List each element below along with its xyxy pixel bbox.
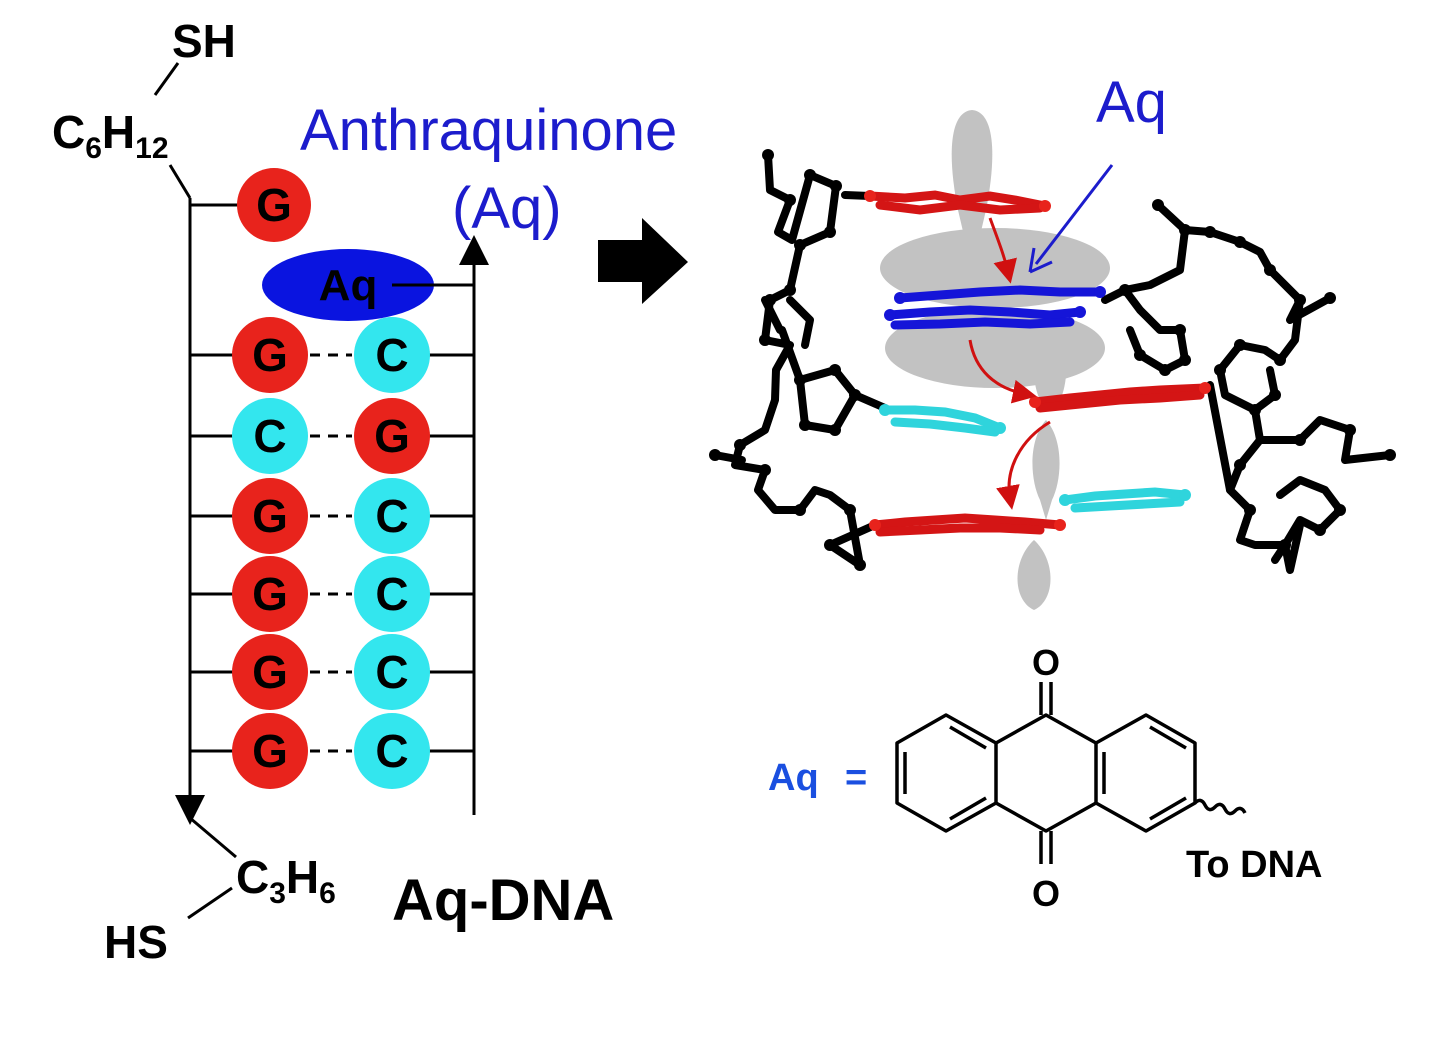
anthraquinone-structure: Aq = O O To DNA bbox=[768, 642, 1323, 914]
linker-bottom-bond-2 bbox=[187, 886, 233, 920]
linker-top-sh: SH bbox=[172, 15, 236, 67]
linker-top-bond-2 bbox=[168, 164, 192, 199]
structure-aq-label: Aq bbox=[768, 757, 819, 799]
molecular-model bbox=[709, 110, 1396, 610]
structure-equals: = bbox=[845, 757, 867, 799]
base-left-label: G bbox=[252, 646, 288, 698]
linker-bottom-chain: C3H6 bbox=[236, 851, 336, 910]
anthraquinone-title: Anthraquinone bbox=[300, 98, 677, 163]
top-base-circle bbox=[237, 168, 311, 242]
linker-top-chain: C6H12 bbox=[52, 106, 169, 165]
base-left-circle bbox=[232, 634, 308, 710]
linker-bottom-hs: HS bbox=[104, 916, 168, 968]
base-left-label: G bbox=[252, 329, 288, 381]
base-left-label: C bbox=[253, 410, 286, 462]
oxygen-top: O bbox=[1032, 642, 1060, 683]
base-left-circle bbox=[232, 398, 308, 474]
linker-top-bond bbox=[153, 62, 180, 96]
base-right-label: C bbox=[375, 725, 408, 777]
base-right-label: C bbox=[375, 646, 408, 698]
base-right-circle bbox=[354, 478, 430, 554]
oxygen-bottom: O bbox=[1032, 873, 1060, 914]
base-right-label: C bbox=[375, 568, 408, 620]
base-right-label: C bbox=[375, 329, 408, 381]
base-left-label: G bbox=[252, 725, 288, 777]
base-right-circle bbox=[354, 556, 430, 632]
aq-ellipse-label: Aq bbox=[319, 261, 378, 310]
model-aq-label: Aq bbox=[1096, 70, 1167, 135]
aq-pointer-arrow bbox=[1034, 164, 1114, 265]
base-left-label: G bbox=[252, 568, 288, 620]
base-left-circle bbox=[232, 713, 308, 789]
aq-ellipse bbox=[262, 249, 434, 321]
base-right-circle bbox=[354, 398, 430, 474]
arrow-right-icon bbox=[598, 218, 688, 304]
base-right-circle bbox=[354, 634, 430, 710]
base-left-circle bbox=[232, 478, 308, 554]
base-right-circle bbox=[354, 317, 430, 393]
linker-bottom-bond bbox=[189, 816, 237, 859]
dna-label: Aq-DNA bbox=[392, 868, 614, 933]
base-right-label: C bbox=[375, 490, 408, 542]
base-left-circle bbox=[232, 556, 308, 632]
base-left-circle bbox=[232, 317, 308, 393]
base-right-circle bbox=[354, 713, 430, 789]
aq-paren-title: (Aq) bbox=[452, 176, 562, 241]
base-right-label: G bbox=[374, 410, 410, 462]
to-dna-label: To DNA bbox=[1186, 844, 1323, 886]
top-base-label: G bbox=[256, 179, 292, 231]
base-left-label: G bbox=[252, 490, 288, 542]
